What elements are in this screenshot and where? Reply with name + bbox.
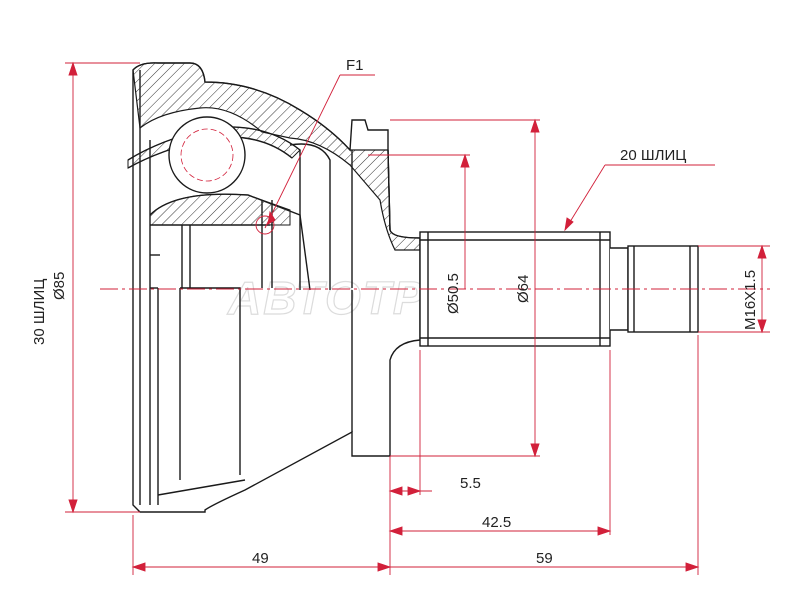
inner-race-hatch bbox=[149, 193, 291, 226]
label-59: 59 bbox=[536, 550, 553, 567]
label-30-splines: 30 ШЛИЦ bbox=[31, 279, 48, 345]
label-f1: F1 bbox=[346, 57, 364, 74]
label-49: 49 bbox=[252, 550, 269, 567]
section-hatch bbox=[132, 62, 421, 251]
label-thread: M16X1.5 bbox=[742, 270, 759, 330]
label-5-5: 5.5 bbox=[460, 475, 481, 492]
ball bbox=[168, 116, 246, 194]
label-20-splines: 20 ШЛИЦ bbox=[620, 147, 686, 164]
dimensions bbox=[65, 61, 770, 575]
label-42-5: 42.5 bbox=[482, 514, 511, 531]
label-dia-50-5: Ø50.5 bbox=[445, 273, 462, 314]
ball-center-ring bbox=[180, 128, 234, 182]
label-dia-64: Ø64 bbox=[515, 275, 532, 303]
label-dia-85: Ø85 bbox=[51, 272, 68, 300]
